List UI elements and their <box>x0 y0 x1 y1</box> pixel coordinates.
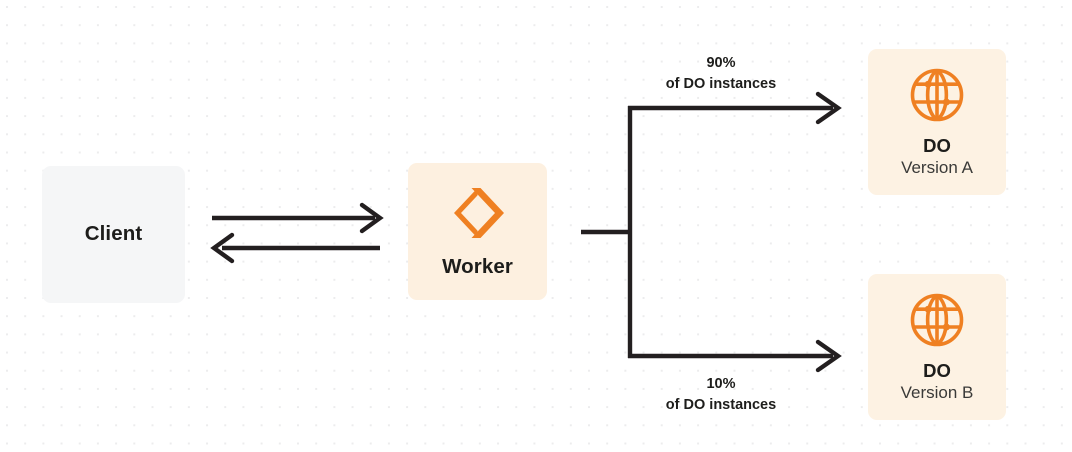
node-worker: Worker <box>408 163 547 300</box>
edge-worker-to-do-b <box>628 339 842 373</box>
edge-label-90-percent: 90% of DO instances <box>624 53 818 94</box>
edge-label-90-percent-value: 90% <box>706 55 736 71</box>
globe-icon <box>908 291 966 349</box>
node-do-version-b: DO Version B <box>868 274 1006 420</box>
node-do-version-b-subtitle: Version B <box>900 382 974 402</box>
globe-icon <box>908 66 966 124</box>
node-do-version-a-subtitle: Version A <box>901 157 973 177</box>
node-client: Client <box>42 166 185 303</box>
edge-worker-to-client <box>210 232 380 264</box>
cloudflare-workers-icon <box>447 184 509 242</box>
node-worker-label: Worker <box>442 255 513 279</box>
node-do-version-b-title: DO <box>923 359 951 381</box>
edge-worker-to-do-a <box>628 91 842 125</box>
edge-label-90-percent-detail: of DO instances <box>665 75 777 92</box>
edge-client-to-worker <box>212 202 384 234</box>
edge-label-10-percent: 10% of DO instances <box>624 374 818 415</box>
node-do-version-a-title: DO <box>923 134 951 156</box>
edge-label-10-percent-value: 10% <box>706 376 736 392</box>
edge-worker-branch-trunk <box>581 106 633 358</box>
node-do-version-a: DO Version A <box>868 49 1006 195</box>
node-client-label: Client <box>84 222 143 246</box>
edge-label-10-percent-detail: of DO instances <box>665 396 777 413</box>
